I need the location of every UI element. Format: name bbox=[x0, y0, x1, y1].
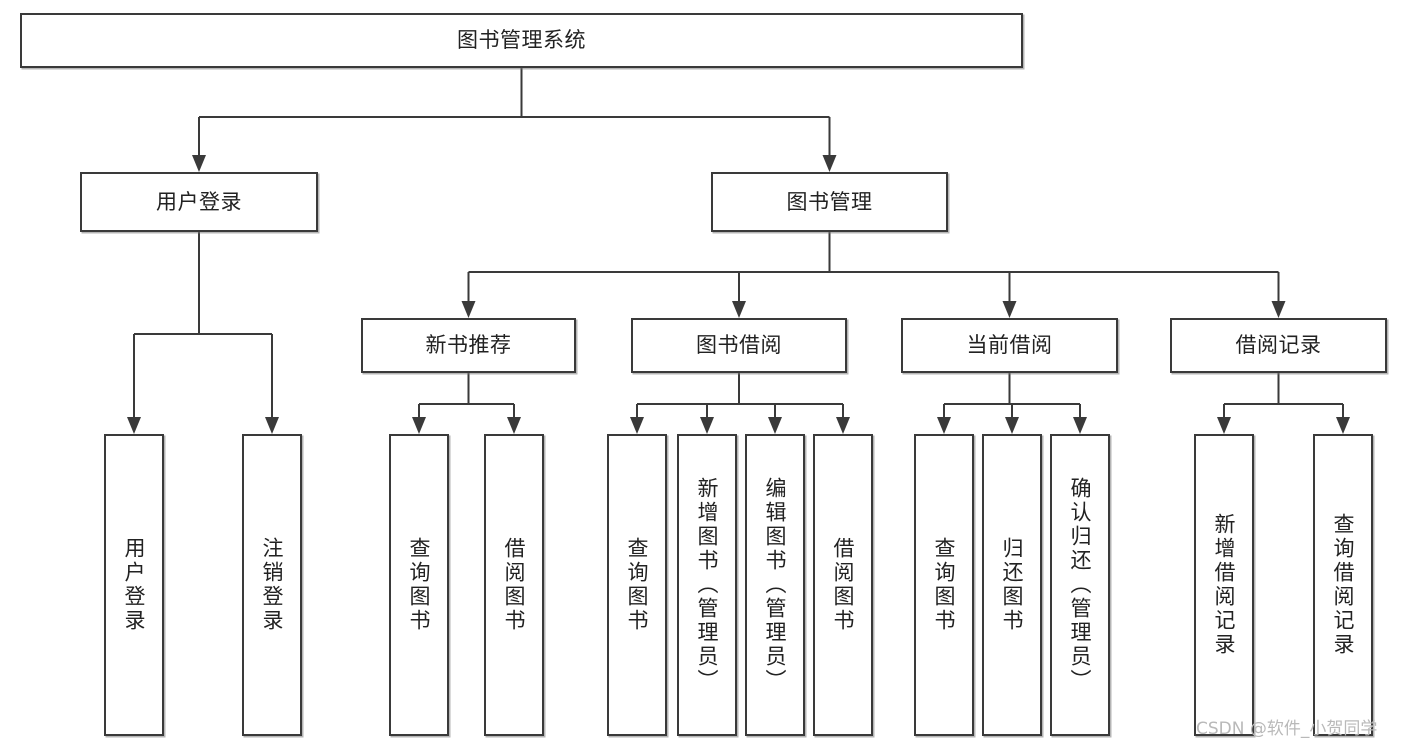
node-label-book-manage: 图书管理 bbox=[786, 189, 873, 214]
node-root[interactable]: 图书管理系统 bbox=[20, 13, 1023, 68]
arrowhead-current-borrow-to-leaves-1 bbox=[1005, 417, 1019, 434]
node-label-borrow-record: 借阅记录 bbox=[1235, 333, 1322, 358]
node-label-new-book-rec: 新书推荐 bbox=[425, 333, 512, 358]
node-label-leaf-borrow-book-2: 借阅图书 bbox=[831, 537, 856, 633]
node-book-manage[interactable]: 图书管理 bbox=[711, 172, 948, 232]
node-label-leaf-add-book: 新增图书（管理员） bbox=[695, 477, 720, 693]
node-label-leaf-query-record: 查询借阅记录 bbox=[1331, 513, 1356, 657]
node-leaf-logout[interactable]: 注销登录 bbox=[242, 434, 302, 736]
arrowhead-new-book-rec-to-leaves-1 bbox=[507, 417, 521, 434]
node-leaf-query-record[interactable]: 查询借阅记录 bbox=[1313, 434, 1373, 736]
node-label-leaf-logout: 注销登录 bbox=[260, 537, 285, 633]
node-leaf-query-book-3[interactable]: 查询图书 bbox=[914, 434, 974, 736]
node-leaf-add-book[interactable]: 新增图书（管理员） bbox=[677, 434, 737, 736]
node-borrow-record[interactable]: 借阅记录 bbox=[1170, 318, 1387, 373]
node-leaf-confirm-return[interactable]: 确认归还（管理员） bbox=[1050, 434, 1110, 736]
arrowhead-current-borrow-to-leaves-0 bbox=[937, 417, 951, 434]
arrowhead-user-login-to-leaves-0 bbox=[127, 417, 141, 434]
arrowhead-book-manage-to-level2-3 bbox=[1271, 301, 1286, 318]
node-leaf-borrow-book-2[interactable]: 借阅图书 bbox=[813, 434, 873, 736]
node-label-leaf-edit-book: 编辑图书（管理员） bbox=[763, 477, 788, 693]
arrowhead-current-borrow-to-leaves-2 bbox=[1073, 417, 1087, 434]
arrowhead-book-manage-to-level2-0 bbox=[461, 301, 476, 318]
node-leaf-edit-book[interactable]: 编辑图书（管理员） bbox=[745, 434, 805, 736]
arrowhead-new-book-rec-to-leaves-0 bbox=[412, 417, 426, 434]
node-leaf-add-record[interactable]: 新增借阅记录 bbox=[1194, 434, 1254, 736]
node-leaf-query-book-1[interactable]: 查询图书 bbox=[389, 434, 449, 736]
arrowhead-book-borrow-to-leaves-0 bbox=[630, 417, 644, 434]
node-label-leaf-add-record: 新增借阅记录 bbox=[1212, 513, 1237, 657]
node-leaf-borrow-book-1[interactable]: 借阅图书 bbox=[484, 434, 544, 736]
arrowhead-book-borrow-to-leaves-1 bbox=[700, 417, 714, 434]
arrowhead-root-to-level1-1 bbox=[822, 155, 837, 172]
arrowhead-borrow-record-to-leaves-1 bbox=[1336, 417, 1350, 434]
node-label-user-login: 用户登录 bbox=[156, 189, 242, 214]
node-current-borrow[interactable]: 当前借阅 bbox=[901, 318, 1118, 373]
node-label-leaf-return-book: 归还图书 bbox=[1000, 537, 1025, 633]
node-label-leaf-query-book-1: 查询图书 bbox=[407, 537, 432, 633]
node-user-login[interactable]: 用户登录 bbox=[80, 172, 318, 232]
arrowhead-user-login-to-leaves-1 bbox=[265, 417, 279, 434]
node-leaf-return-book[interactable]: 归还图书 bbox=[982, 434, 1042, 736]
arrowhead-book-manage-to-level2-1 bbox=[732, 301, 746, 318]
node-label-current-borrow: 当前借阅 bbox=[966, 333, 1053, 358]
node-label-leaf-query-book-2: 查询图书 bbox=[625, 537, 650, 633]
arrowhead-borrow-record-to-leaves-0 bbox=[1217, 417, 1231, 434]
arrowhead-book-manage-to-level2-2 bbox=[1002, 301, 1017, 318]
node-book-borrow[interactable]: 图书借阅 bbox=[631, 318, 847, 373]
node-label-root: 图书管理系统 bbox=[457, 28, 586, 53]
arrowhead-book-borrow-to-leaves-3 bbox=[836, 417, 850, 434]
node-leaf-query-book-2[interactable]: 查询图书 bbox=[607, 434, 667, 736]
node-label-leaf-borrow-book-1: 借阅图书 bbox=[502, 537, 527, 633]
csdn-watermark: CSDN @软件_小贺同学 bbox=[1196, 719, 1378, 739]
node-label-leaf-user-login: 用户登录 bbox=[122, 537, 147, 633]
node-label-book-borrow: 图书借阅 bbox=[696, 333, 782, 358]
arrowhead-root-to-level1-0 bbox=[192, 155, 206, 172]
node-label-leaf-confirm-return: 确认归还（管理员） bbox=[1068, 477, 1093, 693]
node-label-leaf-query-book-3: 查询图书 bbox=[932, 537, 957, 633]
arrowhead-book-borrow-to-leaves-2 bbox=[768, 417, 782, 434]
node-new-book-rec[interactable]: 新书推荐 bbox=[361, 318, 576, 373]
node-leaf-user-login[interactable]: 用户登录 bbox=[104, 434, 164, 736]
